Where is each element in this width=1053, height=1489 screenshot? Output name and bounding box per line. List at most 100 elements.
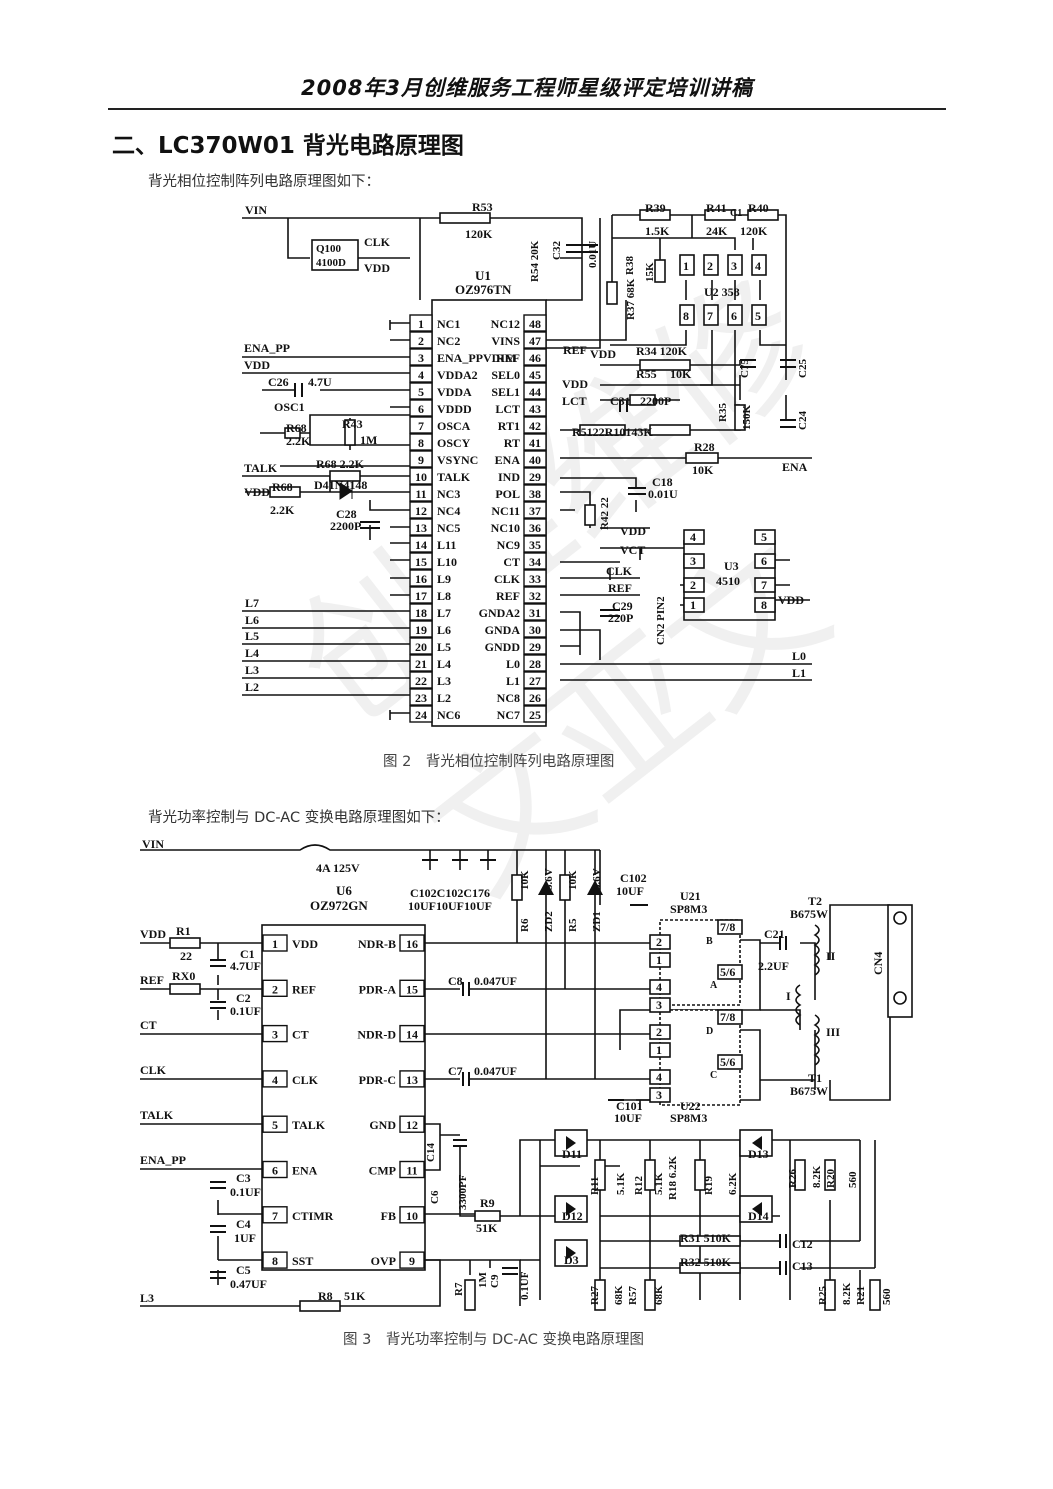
pin-name: L10: [437, 555, 457, 569]
pin-number: 3: [272, 1028, 278, 1042]
r39-value: 1.5K: [645, 224, 670, 238]
r51-r10-label: R5122R10143K: [572, 425, 653, 439]
c29-value: 220P: [608, 611, 633, 625]
q-pin: 2: [656, 935, 662, 949]
r38-value: 15K: [644, 262, 656, 282]
pin-name: L3: [437, 674, 451, 688]
c18-ref: C18: [652, 475, 673, 489]
pin-box: [409, 416, 433, 434]
pin-box: [409, 348, 433, 366]
q-pin: 5/6: [720, 965, 735, 979]
u3-pin: 8: [761, 598, 767, 612]
pin-name: NC2: [437, 334, 460, 348]
figure2-intro: 背光相位控制阵列电路原理图如下：: [148, 174, 380, 190]
pin-name: NDR-B: [358, 937, 396, 951]
net-vin: VIN: [245, 203, 267, 217]
r11-body: [594, 1159, 606, 1191]
r40-value: 120K: [740, 224, 768, 238]
pin-number: 28: [529, 657, 541, 671]
pin-number: 20: [415, 640, 427, 654]
d4-diode: [339, 482, 353, 500]
pin-number: 6: [272, 1164, 278, 1178]
pin-number: 7: [418, 419, 424, 433]
r9-body: [474, 1210, 501, 1222]
c102b-value: 10UF: [616, 884, 644, 898]
u1-part: OZ976TN: [455, 282, 512, 297]
t2-part: B675W: [790, 907, 828, 921]
pin-number: 15: [415, 555, 427, 569]
c32-value: 0.01U: [587, 241, 599, 268]
pin-box: [523, 501, 547, 519]
d12-label: D12: [562, 1209, 583, 1223]
r34-body: [639, 359, 691, 371]
u3-ref: U3: [724, 559, 739, 573]
r41-value: 24K: [706, 224, 728, 238]
r55-body: [629, 394, 656, 406]
net-vdd: VDD: [364, 261, 390, 275]
pin-name: FB: [381, 1209, 396, 1223]
r26-value: 8.2K: [811, 1165, 823, 1188]
pin-number: 8: [418, 436, 424, 450]
u22-ref: U22: [680, 1099, 701, 1113]
osc1-label: OSC1: [274, 400, 305, 414]
pin-box: [409, 399, 433, 417]
r57-value: 68K: [653, 1285, 665, 1305]
u1-right-pins: 48NC1247VINS46REF45SEL044SEL143LCT42RT14…: [479, 314, 547, 723]
r32-label: R32 510K: [680, 1255, 732, 1269]
r7-body: [464, 1279, 476, 1311]
pin-number: 47: [529, 334, 541, 348]
r25-body: [824, 1279, 836, 1311]
d14-label: D14: [748, 1209, 769, 1223]
winding-ii: II: [826, 949, 836, 963]
pin-name: NC11: [491, 504, 520, 518]
pin-name: NC1: [437, 317, 460, 331]
pin-box: [409, 484, 433, 502]
pin-number: 35: [529, 538, 541, 552]
r31-label: R31 510K: [680, 1231, 732, 1245]
pin-number: 5: [418, 385, 424, 399]
r5-value: 10K: [567, 870, 579, 890]
pin-box: [523, 467, 547, 485]
r10-body: [649, 424, 691, 436]
cn4-label: CN4: [871, 952, 885, 975]
r39-body: [639, 209, 671, 221]
c25-label: C25: [797, 359, 809, 378]
pin-number: 4: [272, 1073, 278, 1087]
r53-ref: R53: [472, 200, 493, 214]
u22-part: SP8M3: [670, 1111, 707, 1125]
u6-right-pins: 16NDR-B15PDR-A14NDR-D13PDR-C12GND11CMP10…: [357, 934, 425, 1269]
pin-name: VDD: [292, 937, 318, 951]
pin-name: ENA: [292, 1164, 318, 1178]
u2-pin: 1: [683, 259, 689, 273]
r6-value: 10K: [519, 870, 531, 890]
pin-box: [523, 637, 547, 655]
rx0-body: [169, 983, 201, 995]
r68b-label: R68 2.2K: [316, 457, 365, 471]
figure2-capacitors: [294, 244, 796, 617]
fuse-label: 4A 125V: [316, 861, 360, 875]
net-vin-3: VIN: [142, 837, 164, 851]
pin-box: [409, 586, 433, 604]
r51-body: [579, 424, 626, 436]
r9-value: 51K: [476, 1221, 498, 1235]
net-l3: L3: [245, 663, 259, 677]
net-ref-u3: REF: [608, 581, 632, 595]
pin-number: 33: [529, 572, 541, 586]
pin-box: [523, 603, 547, 621]
u2-pin: 5: [755, 309, 761, 323]
r43-value: 1M: [360, 433, 377, 447]
r35-ref: R35: [717, 403, 729, 422]
r11-ref: R11: [589, 1177, 601, 1195]
pin-box: [409, 501, 433, 519]
c1-label: C1: [730, 208, 742, 219]
pin-box: [399, 1251, 425, 1269]
pin-box: [523, 552, 547, 570]
u1-ref: U1: [475, 268, 491, 283]
pin-number: 23: [415, 691, 427, 705]
u3-pin-boxes: [683, 529, 776, 613]
r18-label: R18 6.2K: [667, 1156, 679, 1200]
pin-number: 11: [406, 1164, 417, 1178]
q-pin: 1: [656, 1043, 662, 1057]
pin-box: [409, 518, 433, 536]
